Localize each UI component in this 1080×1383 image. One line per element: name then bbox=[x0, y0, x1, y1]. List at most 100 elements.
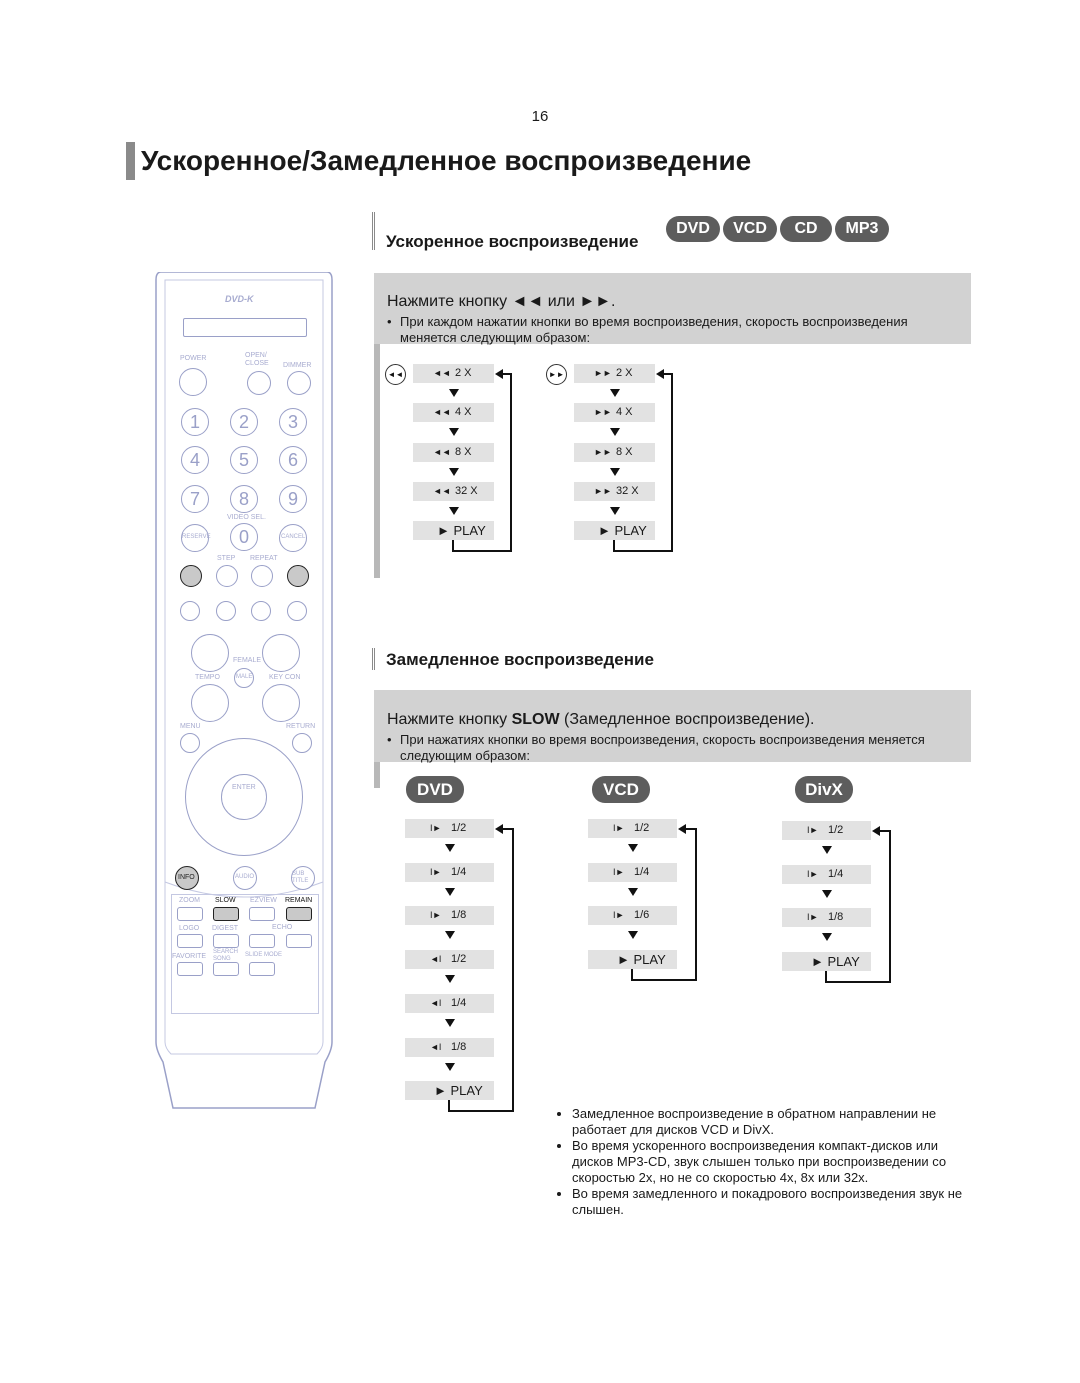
digit-5-button[interactable]: 5 bbox=[230, 446, 258, 474]
speed-step: ►►4 X bbox=[574, 403, 655, 423]
slow-section-bar bbox=[372, 648, 375, 670]
next-button[interactable] bbox=[287, 601, 307, 621]
return-arrow-icon bbox=[656, 369, 664, 379]
play-step-label: ► PLAY bbox=[617, 952, 666, 968]
return-loop-stem bbox=[447, 1100, 450, 1111]
rewind-button[interactable] bbox=[180, 565, 202, 587]
menu-button[interactable] bbox=[180, 733, 200, 753]
digit-6-button[interactable]: 6 bbox=[279, 446, 307, 474]
digit-0-button[interactable]: 0 bbox=[230, 523, 258, 551]
enter-button[interactable] bbox=[221, 774, 267, 820]
info-label: INFO bbox=[178, 874, 195, 881]
slow-bullet: • При нажатиях кнопки во время воспроизв… bbox=[387, 732, 925, 763]
speed-step: ►►32 X bbox=[574, 481, 655, 501]
fast-instruction: Нажмите кнопку ◄◄ или ►►. bbox=[387, 293, 616, 310]
speed-step-icon: I► bbox=[613, 866, 625, 877]
male-button[interactable] bbox=[234, 668, 254, 688]
favorite-button[interactable] bbox=[177, 962, 203, 976]
stop-button[interactable] bbox=[216, 601, 236, 621]
speed-step-label: 1/4 bbox=[828, 867, 844, 880]
return-arrow-icon bbox=[495, 824, 503, 834]
speed-step-label: 1/4 bbox=[451, 996, 467, 1009]
speed-step-icon: I► bbox=[430, 866, 442, 877]
tempo-down-button[interactable] bbox=[191, 684, 229, 722]
open-close-button[interactable] bbox=[247, 371, 271, 395]
repeat-button[interactable] bbox=[251, 565, 273, 587]
digit-8-button[interactable]: 8 bbox=[230, 485, 258, 513]
down-arrow-icon bbox=[448, 428, 459, 437]
remain-button[interactable] bbox=[286, 907, 312, 921]
key-up-button[interactable] bbox=[262, 634, 300, 672]
info-button[interactable] bbox=[175, 866, 199, 890]
slide-mode-button[interactable] bbox=[249, 962, 275, 976]
speed-step-icon: I► bbox=[807, 825, 819, 835]
ezview-button[interactable] bbox=[249, 907, 275, 921]
key-down-button[interactable] bbox=[262, 684, 300, 722]
remote-control: DVD-K POWER OPEN/ CLOSE DIMMER 1 2 3 4 5… bbox=[155, 272, 333, 1110]
audio-label: AUDIO bbox=[235, 874, 255, 880]
return-loop bbox=[498, 828, 514, 1113]
return-button[interactable] bbox=[292, 733, 312, 753]
echo-label: ECHO bbox=[272, 924, 293, 931]
remote-bottom-panel bbox=[171, 894, 319, 1014]
speed-step-icon: ◄◄ bbox=[433, 368, 451, 378]
rewind-icon: ◄◄ bbox=[385, 364, 406, 385]
echo-up-button[interactable] bbox=[249, 934, 275, 948]
subtitle-button[interactable] bbox=[291, 866, 315, 890]
return-loop bbox=[498, 373, 512, 553]
digit-9-button[interactable]: 9 bbox=[279, 485, 307, 513]
digest-button[interactable] bbox=[213, 934, 239, 948]
down-arrow-icon bbox=[609, 389, 620, 397]
digit-2-button[interactable]: 2 bbox=[230, 408, 258, 436]
reserve-button[interactable] bbox=[181, 524, 209, 552]
male-label: MALE bbox=[236, 674, 253, 680]
speed-step-icon: I► bbox=[430, 910, 442, 921]
slow-instruction-box bbox=[374, 690, 971, 762]
speed-step-label: 2 X bbox=[616, 367, 633, 379]
speed-step-icon: ◄I bbox=[430, 954, 442, 965]
speed-step: I► 1/2 bbox=[588, 819, 677, 838]
digest-label: DIGEST bbox=[212, 925, 239, 932]
play-step: ► PLAY bbox=[782, 952, 871, 972]
speed-step-icon: I► bbox=[613, 910, 625, 921]
step-button[interactable] bbox=[216, 565, 238, 587]
down-arrow-icon bbox=[448, 389, 459, 397]
cancel-button[interactable] bbox=[279, 524, 307, 552]
play-pause-button[interactable] bbox=[251, 601, 271, 621]
prev-button[interactable] bbox=[180, 601, 200, 621]
digit-4-button[interactable]: 4 bbox=[181, 446, 209, 474]
play-step: ► PLAY bbox=[574, 521, 655, 541]
tempo-up-button[interactable] bbox=[191, 634, 229, 672]
play-step: ► PLAY bbox=[588, 950, 677, 970]
echo-down-button[interactable] bbox=[286, 934, 312, 948]
dimmer-button[interactable] bbox=[287, 371, 311, 395]
down-arrow-icon bbox=[444, 887, 455, 896]
digit-7-button[interactable]: 7 bbox=[181, 485, 209, 513]
speed-step: ◄◄32 X bbox=[413, 481, 494, 501]
speed-step-label: 4 X bbox=[455, 406, 472, 419]
fast-forward-button[interactable] bbox=[287, 565, 309, 587]
speed-step-label: 1/8 bbox=[828, 911, 844, 924]
down-arrow-icon bbox=[821, 933, 832, 942]
zoom-button[interactable] bbox=[177, 907, 203, 921]
power-button[interactable] bbox=[179, 368, 207, 396]
search-song-button[interactable] bbox=[213, 962, 239, 976]
speed-step-label: 1/2 bbox=[634, 822, 650, 834]
speed-step: I►1/4 bbox=[405, 862, 494, 882]
logo-button[interactable] bbox=[177, 934, 203, 948]
digit-3-button[interactable]: 3 bbox=[279, 408, 307, 436]
speed-step: ◄◄2 X bbox=[413, 364, 494, 383]
digit-1-button[interactable]: 1 bbox=[181, 408, 209, 436]
note-item: Замедленное воспроизведение в обратном н… bbox=[572, 1106, 982, 1138]
return-arrow-icon bbox=[872, 826, 880, 836]
page-title: Ускоренное/Замедленное воспроизведение bbox=[126, 142, 751, 180]
speed-step: ◄◄4 X bbox=[413, 403, 494, 423]
slow-button[interactable] bbox=[213, 907, 239, 921]
audio-button[interactable] bbox=[233, 866, 257, 890]
speed-step-icon: ◄◄ bbox=[433, 446, 451, 457]
speed-step-icon: I► bbox=[613, 823, 625, 833]
play-step: ► PLAY bbox=[405, 1081, 494, 1101]
tempo-label: TEMPO bbox=[195, 674, 220, 681]
